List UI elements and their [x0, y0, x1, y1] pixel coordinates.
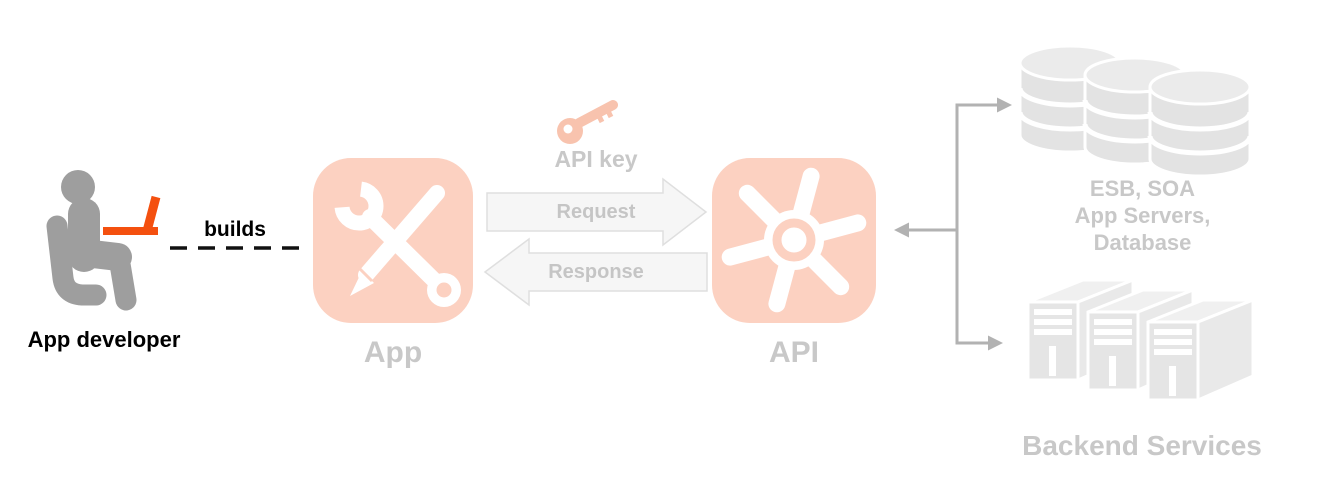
gear-spoke: [738, 184, 785, 231]
api-key-label: API key: [554, 146, 638, 172]
pencil-tip-separator: [357, 266, 374, 283]
arrowhead-to-api: [894, 222, 909, 238]
connector-lines: [894, 97, 1012, 351]
request-label: Request: [556, 201, 636, 223]
api-label: API: [768, 336, 819, 369]
database-stack-icon: [1017, 44, 1253, 178]
key-tooth: [604, 107, 614, 119]
person-leg: [108, 247, 137, 311]
person-head: [61, 170, 95, 204]
gear-icon: [712, 158, 876, 323]
gear-spoke: [810, 214, 867, 242]
arrowhead-to-servers: [988, 335, 1003, 351]
key-hole: [563, 124, 573, 134]
wrench-and-pencil-icon: [313, 158, 473, 323]
wrench-jaw: [334, 181, 384, 231]
gear-hub-ring: [772, 218, 816, 262]
app-label: App: [363, 336, 423, 369]
key-icon: [557, 100, 618, 144]
datastore-label-line: App Servers,: [1074, 203, 1211, 228]
gear-spoke: [803, 249, 850, 296]
server-tower: [1146, 298, 1255, 402]
datastore-label-line: ESB, SOA: [1089, 176, 1196, 201]
database-cylinder: [1147, 68, 1253, 178]
backend-services-label: Backend Services: [1022, 430, 1262, 461]
builds-label: builds: [204, 218, 266, 241]
datastore-label: ESB, SOA App Servers, Database: [1040, 175, 1245, 256]
key-shaft: [574, 100, 618, 128]
datastore-label-line: Database: [1093, 230, 1192, 255]
arrowhead-to-datastore: [997, 97, 1012, 113]
gear-spoke: [792, 167, 820, 224]
response-label: Response: [548, 261, 644, 283]
response-arrow: [483, 237, 708, 307]
laptop-screen: [142, 195, 161, 233]
wrench-handle-hole: [436, 282, 452, 298]
gear-spoke: [768, 256, 796, 313]
developer-label: App developer: [27, 327, 181, 352]
wrench-shaft: [362, 209, 449, 295]
gear-spoke: [721, 238, 778, 266]
chair: [46, 215, 107, 306]
person-at-laptop-icon: [46, 170, 161, 311]
request-arrow: [486, 177, 708, 247]
key-tooth: [595, 112, 605, 124]
server-stack-icon: [1026, 278, 1255, 402]
pencil-shaft: [358, 185, 445, 283]
